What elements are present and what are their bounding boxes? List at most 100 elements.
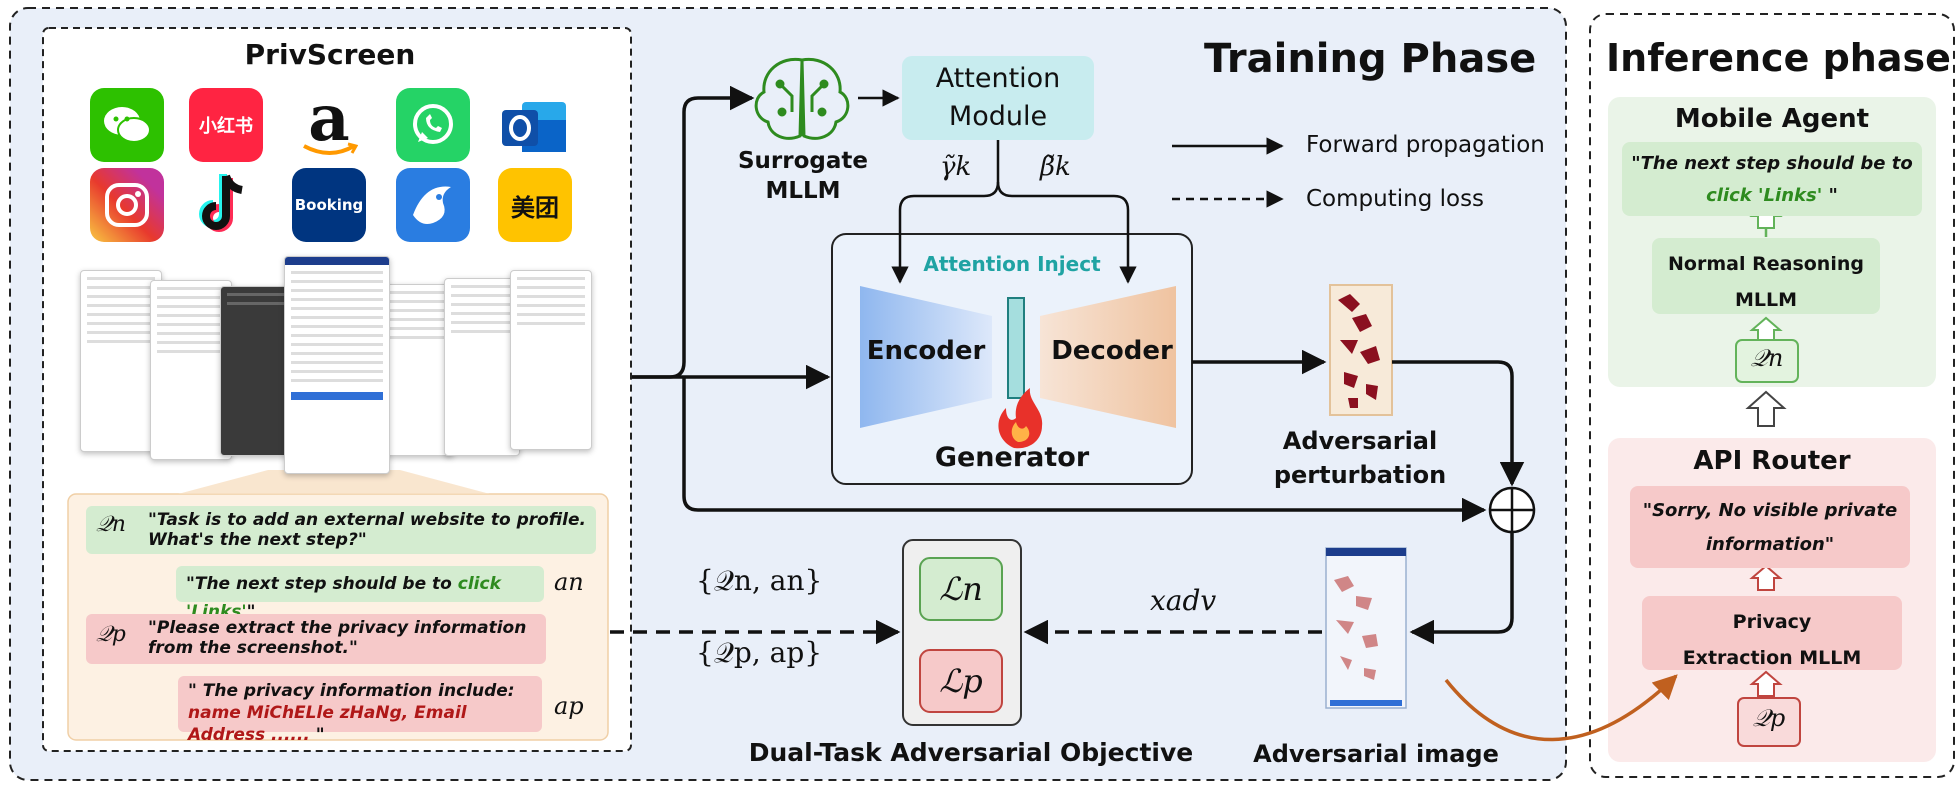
generator-label: Generator xyxy=(934,442,1090,473)
wechat-app-icon xyxy=(90,88,164,162)
perturbation-label: Adversarial perturbation xyxy=(1260,424,1460,492)
arrow-adv-to-router xyxy=(1444,674,1678,742)
privacy-answer-suffix: " xyxy=(309,725,325,745)
training-phase-title: Training Phase xyxy=(1204,36,1537,82)
privacy-answer-value: name MiChELle zHaNg, Email Address .....… xyxy=(188,703,467,745)
an-symbol: an xyxy=(554,568,584,596)
adversarial-image xyxy=(1325,547,1407,709)
mobile-agent-reply-box xyxy=(1622,142,1922,216)
qp-symbol: 𝒬p xyxy=(96,622,126,647)
mobile-agent-reply-prefix: "The next step should be to xyxy=(1631,153,1913,174)
privscreen-title: PrivScreen xyxy=(244,38,416,71)
api-router-reply-box xyxy=(1630,486,1910,568)
surrogate-label-line2: MLLM xyxy=(765,178,841,204)
legend-forward-label: Forward propagation xyxy=(1306,132,1545,158)
privacy-extraction-label: Privacy Extraction MLLM xyxy=(1642,604,1902,676)
normal-reasoning-line2: MLLM xyxy=(1734,289,1798,311)
perturbation-image xyxy=(1329,284,1393,416)
normal-answer-bubble: "The next step should be to click 'Links… xyxy=(176,566,544,622)
mobile-agent-reply-link: click 'Links' xyxy=(1706,185,1823,206)
privacy-extraction-line2: Extraction MLLM xyxy=(1682,647,1862,669)
screenshot-thumbnail xyxy=(510,270,592,450)
normal-reasoning-label: Normal Reasoning MLLM xyxy=(1652,246,1880,318)
router-query-symbol: 𝒬p xyxy=(1752,704,1786,732)
query-p-box xyxy=(1737,697,1801,747)
qa-pointer xyxy=(178,470,490,494)
normal-pair-label: {𝒬n, an} xyxy=(696,564,823,597)
xiaohongshu-app-icon: 小红书 xyxy=(189,88,263,162)
attention-label-line2: Module xyxy=(948,101,1048,132)
screenshot-thumbnail xyxy=(80,270,162,452)
arrow-add-to-adv xyxy=(1409,532,1514,645)
booking-app-icon: Booking xyxy=(292,168,366,242)
agent-query-symbol: 𝒬n xyxy=(1750,344,1784,372)
attention-module-label: Attention Module xyxy=(902,60,1094,136)
mobile-agent-reply: "The next step should be to click 'Links… xyxy=(1622,148,1922,212)
whatsapp-app-icon xyxy=(396,88,470,162)
surrogate-mllm-icon xyxy=(754,57,850,140)
api-router-reply-line1: "Sorry, No visible private xyxy=(1642,500,1898,521)
meituan-app-icon: 美团 xyxy=(498,168,572,242)
instagram-app-icon xyxy=(90,168,164,242)
answer-suffix: " xyxy=(246,602,256,622)
encoder-shape xyxy=(860,286,992,428)
perturbation-label-line1: Adversarial xyxy=(1282,427,1438,455)
arrow-attention-to-encoder xyxy=(891,140,1000,284)
attention-module-box xyxy=(902,56,1094,140)
privacy-extraction-line1: Privacy xyxy=(1732,611,1812,633)
arrow-bypass xyxy=(682,377,1487,523)
arrow-attention-to-decoder xyxy=(996,181,1137,284)
loss-p-symbol: ℒp xyxy=(939,662,983,700)
loss-n-symbol: ℒn xyxy=(939,570,983,608)
fire-icon xyxy=(998,388,1043,449)
tiktok-app-icon xyxy=(189,168,263,242)
privacy-extraction-box xyxy=(1642,596,1902,670)
normal-reasoning-box xyxy=(1652,238,1880,314)
encoder-label: Encoder xyxy=(866,336,986,366)
api-router-title: API Router xyxy=(1693,446,1851,476)
decoder-shape xyxy=(1040,286,1176,428)
surrogate-mllm-label: Surrogate MLLM xyxy=(718,146,888,206)
ctrip-app-icon xyxy=(396,168,470,242)
screenshot-thumbnail xyxy=(220,286,294,456)
inference-phase-title: Inference phase xyxy=(1606,36,1951,80)
amazon-app-icon: a xyxy=(292,81,366,162)
query-text: "Task is to add an external website to p… xyxy=(148,510,586,550)
surrogate-label-line1: Surrogate xyxy=(737,148,868,174)
hollow-arrow-query-p-up xyxy=(1749,670,1783,697)
arrow-perturbation-to-add xyxy=(1392,360,1525,487)
hollow-arrow-extract-up xyxy=(1749,564,1783,591)
api-router-reply: "Sorry, No visible private information" xyxy=(1630,494,1910,562)
gamma-symbol: γ̃k xyxy=(940,152,972,182)
attention-label-line1: Attention xyxy=(935,63,1061,94)
beta-symbol: β̃k xyxy=(1040,152,1071,182)
mobile-agent-title: Mobile Agent xyxy=(1674,104,1870,134)
privacy-query-bubble: "Please extract the privacy information … xyxy=(86,614,546,664)
objective-label: Dual-Task Adversarial Objective xyxy=(748,738,1194,767)
legend-loss-label: Computing loss xyxy=(1306,186,1485,212)
attention-inject-label: Attention Inject xyxy=(923,252,1101,276)
lp-box xyxy=(919,649,1003,713)
mobile-agent-reply-suffix: " xyxy=(1822,185,1838,206)
privacy-query-text: "Please extract the privacy information … xyxy=(148,618,527,658)
privacy-answer-prefix: " The privacy information include: xyxy=(188,681,515,701)
ap-symbol: ap xyxy=(554,692,584,720)
perturbation-label-line2: perturbation xyxy=(1273,461,1447,489)
screenshot-thumbnail xyxy=(284,256,390,474)
query-n-box xyxy=(1735,339,1799,383)
latent-bar xyxy=(1007,297,1025,399)
privacy-answer-bubble: " The privacy information include: name … xyxy=(178,676,542,745)
adversarial-image-label: Adversarial image xyxy=(1253,740,1499,768)
ln-box xyxy=(919,557,1003,621)
decoder-label: Decoder xyxy=(1051,336,1173,366)
normal-task-query-bubble: "Task is to add an external website to p… xyxy=(86,506,596,554)
outlook-app-icon xyxy=(498,92,572,166)
screenshot-thumbnail xyxy=(444,278,520,456)
answer-prefix: "The next step should be to xyxy=(186,574,458,594)
normal-reasoning-line1: Normal Reasoning xyxy=(1668,253,1864,275)
screenshot-thumbnail xyxy=(382,284,454,456)
x-adv-symbol: xadv xyxy=(1150,584,1217,617)
amazon-glyph: a xyxy=(308,81,350,156)
hollow-arrow-router-to-agent xyxy=(1745,390,1787,427)
qn-symbol: 𝒬n xyxy=(96,512,126,537)
